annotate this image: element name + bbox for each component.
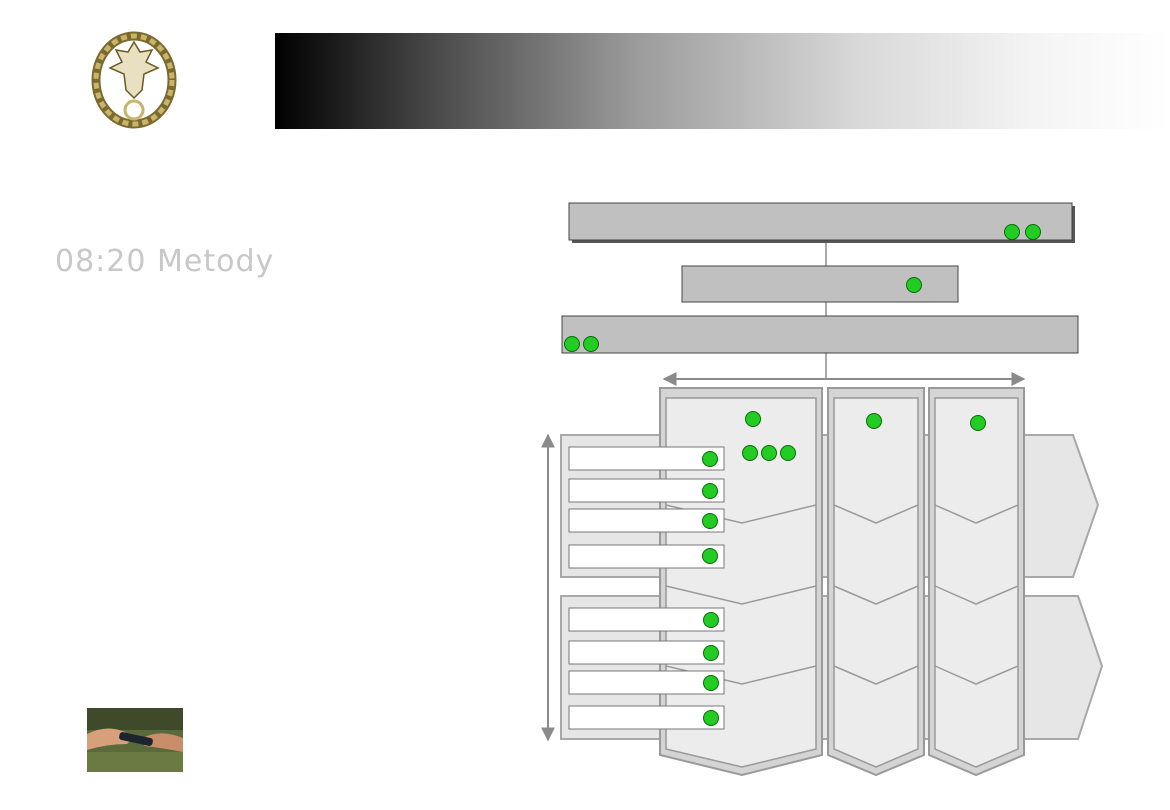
column-3 — [928, 387, 1025, 777]
marker — [906, 277, 922, 293]
marker — [742, 445, 758, 461]
marker — [745, 411, 761, 427]
marker — [1025, 224, 1041, 240]
marker — [703, 710, 719, 726]
top-box — [568, 202, 1075, 243]
marker — [702, 548, 718, 564]
marker — [780, 445, 796, 461]
marker — [1004, 224, 1020, 240]
marker — [702, 513, 718, 529]
row-label-boxes-group-1 — [568, 446, 725, 569]
marker — [703, 645, 719, 661]
marker — [583, 336, 599, 352]
marker — [703, 675, 719, 691]
marker — [702, 451, 718, 467]
marker — [866, 413, 882, 429]
marker — [564, 336, 580, 352]
marker — [761, 445, 777, 461]
column-2 — [827, 387, 925, 777]
handover-photo — [87, 708, 183, 772]
slide-title: 08:20 Metody — [55, 244, 275, 279]
green-markers — [564, 224, 1041, 726]
marker — [970, 415, 986, 431]
header-gradient-bar — [275, 33, 1170, 129]
marker — [702, 483, 718, 499]
wide-box — [561, 315, 1079, 354]
eagle-emblem-icon — [91, 31, 177, 129]
row-label-boxes-group-2 — [568, 607, 725, 730]
marker — [703, 612, 719, 628]
